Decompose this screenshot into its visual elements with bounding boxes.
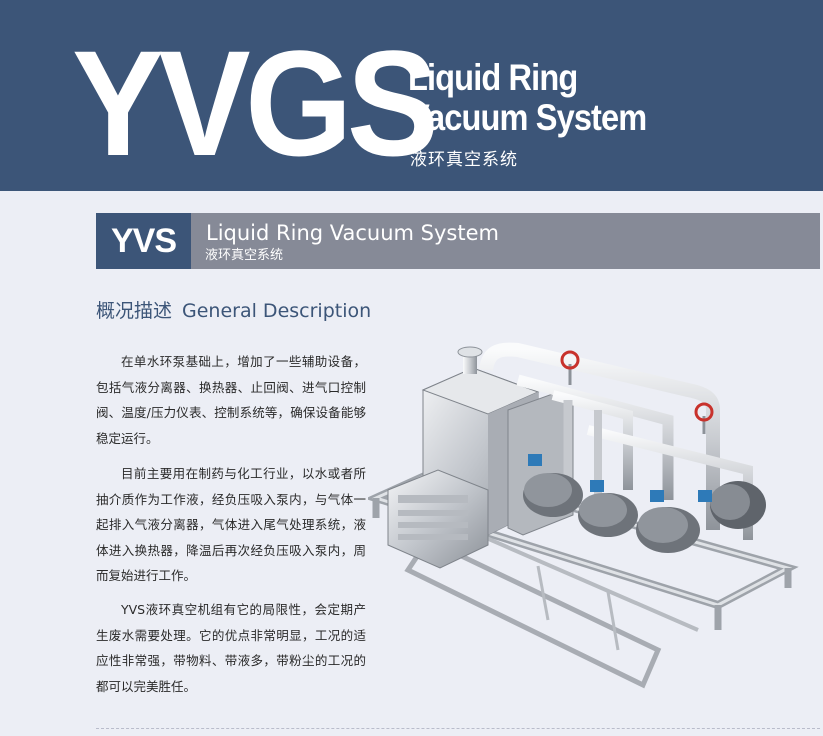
section-heading-en: General Description bbox=[182, 300, 372, 322]
sub-title-band: YVS Liquid Ring Vacuum System 液环真空系统 bbox=[96, 213, 820, 269]
bottom-divider bbox=[96, 728, 820, 729]
motor-unit bbox=[698, 481, 766, 529]
description-paragraph-3: YVS液环真空机组有它的局限性，会定期产生废水需要处理。它的优点非常明显，工况的… bbox=[96, 602, 366, 694]
product-title-line1: Liquid Ring bbox=[408, 57, 578, 98]
sub-title-cn: 液环真空系统 bbox=[205, 248, 284, 263]
description-paragraph-1: 在单水环泵基础上，增加了一些辅助设备，包括气液分离器、换热器、止回阀、进气口控制… bbox=[96, 354, 366, 446]
product-code: YVGS bbox=[72, 19, 439, 187]
section-heading: 概况描述 General Description bbox=[96, 296, 371, 323]
sub-product-code: YVS bbox=[96, 213, 191, 269]
section-heading-cn: 概况描述 bbox=[96, 300, 173, 322]
header-banner: YVGS Liquid Ring Vacuum System 液环真空系统 bbox=[0, 0, 823, 191]
heat-exchanger bbox=[387, 469, 489, 569]
product-title-en: Liquid Ring Vacuum System bbox=[408, 57, 647, 138]
pump-unit-1 bbox=[523, 454, 583, 517]
pump-unit-2 bbox=[578, 480, 638, 537]
valve-handle-right bbox=[694, 402, 714, 434]
product-title-cn: 液环真空系统 bbox=[410, 150, 518, 170]
valve-handle-left bbox=[560, 350, 580, 385]
description-paragraph-2: 目前主要用在制药与化工行业，以水或者所抽介质作为工作液，经负压吸入泵内，与气体一… bbox=[96, 466, 366, 583]
sub-title-en: Liquid Ring Vacuum System bbox=[206, 221, 499, 245]
pump-unit-3 bbox=[636, 490, 700, 553]
vacuum-system-illustration bbox=[368, 342, 799, 689]
product-title-line2: Vacuum System bbox=[408, 97, 647, 138]
